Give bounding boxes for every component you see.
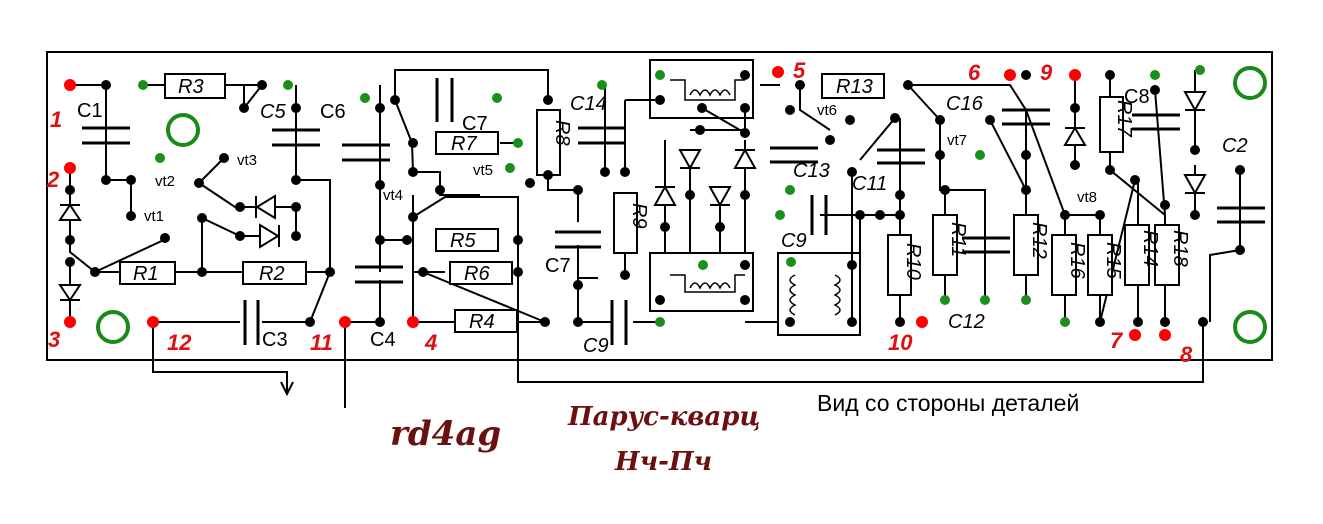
transistor-label: vt3 — [237, 152, 257, 169]
pin-label: 7 — [1110, 328, 1124, 353]
pin-label: 11 — [310, 330, 333, 355]
resistor-label: R14 — [1139, 230, 1161, 267]
resistor-label: R16 — [1066, 242, 1088, 280]
resistor-label: R18 — [1169, 230, 1191, 267]
transistor-label: vt7 — [947, 132, 967, 149]
transistor-label: vt6 — [817, 102, 837, 119]
resistor-label: R17 — [1113, 100, 1135, 138]
resistor-label: R3 — [178, 76, 204, 98]
transistor-label: vt2 — [155, 173, 175, 190]
pin-label: 2 — [46, 167, 60, 192]
mount-hole-bottom-right — [1233, 310, 1267, 344]
transistor-label: vt8 — [1077, 189, 1097, 206]
mount-hole-top-right — [1233, 66, 1267, 100]
resistor-label: R9 — [628, 203, 650, 229]
resistor-label: R11 — [947, 222, 969, 257]
resistor-label: R10 — [902, 243, 924, 280]
resistor-label: R6 — [464, 263, 490, 285]
pin-label: 12 — [167, 330, 192, 355]
resistor-label: R15 — [1102, 242, 1124, 280]
capacitor-label: C5 — [260, 101, 286, 123]
resistor-label: R4 — [469, 311, 495, 333]
capacitor-label: C9 — [781, 230, 807, 252]
transformer-right-box — [777, 252, 861, 336]
device-subtitle: Нч-Пч — [614, 447, 712, 477]
capacitor-label: C6 — [320, 101, 346, 123]
mount-hole-top-left — [166, 113, 200, 147]
pin-label: 4 — [424, 330, 437, 355]
transistor-label: vt1 — [144, 208, 164, 225]
pin-label: 1 — [50, 107, 62, 132]
author-callsign: rd4ag — [390, 414, 501, 454]
capacitor-label: C7 — [545, 255, 571, 277]
capacitor-label: C4 — [370, 329, 396, 351]
resistor-label: R5 — [450, 230, 476, 252]
capacitor-label: C3 — [262, 329, 288, 351]
capacitor-label: C2 — [1222, 135, 1248, 157]
pin-label: 5 — [793, 58, 806, 83]
capacitor-label: C13 — [793, 160, 830, 182]
pin-label: 9 — [1040, 60, 1053, 85]
capacitor-label: C7 — [462, 113, 488, 135]
pin-label: 6 — [968, 60, 981, 85]
capacitor-label: C12 — [948, 311, 985, 333]
capacitor-label: C9 — [583, 335, 609, 357]
resistor-label: R13 — [836, 76, 873, 98]
pin-label: 10 — [888, 330, 913, 355]
transformer-top-box — [649, 59, 754, 119]
view-caption: Вид со стороны деталей — [817, 390, 1079, 416]
mount-hole-bottom-left — [96, 310, 130, 344]
resistor-label: R2 — [259, 263, 285, 285]
board-outline — [46, 51, 1273, 361]
resistor-label: R8 — [551, 120, 573, 146]
capacitor-label: C1 — [77, 100, 103, 122]
device-title: Парус-кварц — [567, 402, 760, 432]
capacitor-label: C11 — [852, 173, 887, 195]
capacitor-label: C8 — [1124, 86, 1150, 108]
transistor-label: vt5 — [473, 162, 493, 179]
resistor-label: R1 — [133, 263, 159, 285]
resistor-label: R7 — [451, 133, 477, 155]
lead-pin12-arrow — [152, 322, 288, 392]
transistor-label: vt4 — [383, 187, 403, 204]
capacitor-label: C14 — [570, 93, 607, 115]
pin-label: 3 — [48, 327, 60, 352]
capacitor-label: C16 — [946, 93, 984, 115]
resistor-label: R12 — [1028, 222, 1050, 259]
transformer-bottom-box — [649, 252, 754, 312]
pin-label: 8 — [1180, 342, 1193, 367]
